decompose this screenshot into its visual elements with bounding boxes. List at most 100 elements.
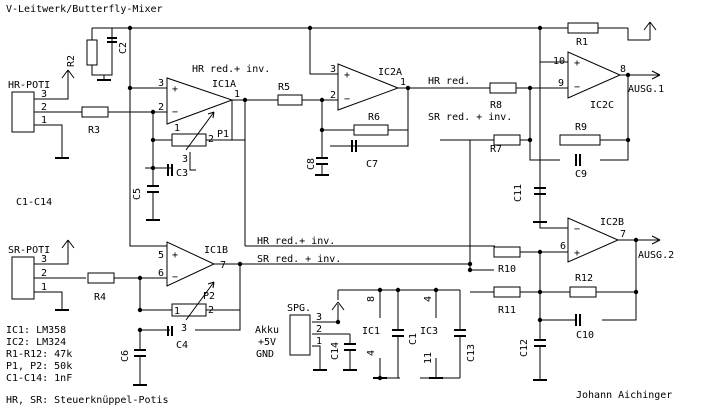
capacitor-label: C3 — [176, 168, 188, 179]
arrow-up-icon — [643, 21, 657, 40]
resistor-r7 — [493, 134, 521, 146]
junction-dot — [537, 289, 543, 295]
arrow-up-icon — [61, 239, 75, 249]
junction-dot — [467, 267, 473, 273]
resistor-r5 — [277, 94, 303, 106]
capacitor-c11 — [534, 187, 546, 195]
supply-ic1-label: IC1 — [362, 326, 380, 337]
pin-label: 9 — [558, 78, 564, 89]
ic1b-feedback-left — [139, 278, 170, 350]
junction-dot — [150, 109, 156, 115]
pin-label: 1 — [400, 77, 406, 88]
pot-arrow — [185, 111, 215, 151]
spg-gnd-label: GND — [256, 349, 274, 360]
ic2c-feedback-right — [600, 75, 629, 161]
capacitor-label: C12 — [519, 339, 530, 357]
legend-line: IC1: LM358 — [6, 325, 66, 336]
plus-sign: + — [172, 84, 178, 95]
junction-dot — [335, 319, 341, 325]
capacitor-c6 — [134, 349, 146, 357]
resistor-r12 — [569, 286, 597, 298]
supply-ics: IC1 8 4 IC3 4 11 — [362, 296, 438, 364]
minus-sign: − — [574, 82, 580, 93]
capacitor-label: C4 — [176, 340, 188, 351]
junction-dot — [377, 287, 383, 293]
pin-label: 3 — [181, 323, 187, 334]
p1-wiper — [189, 152, 196, 171]
supply-arrows — [61, 21, 661, 312]
plus-sign: + — [172, 250, 178, 261]
junction-dot — [150, 165, 156, 171]
hr-poti-connector: HR-POTI 3 2 1 — [8, 80, 60, 133]
p1-wires — [153, 100, 245, 141]
plus-sign: − — [574, 224, 580, 235]
wires — [60, 27, 660, 385]
opamp-triangle — [337, 63, 400, 111]
capacitor-c7 — [351, 140, 357, 152]
sr-poti-label: SR-POTI — [8, 245, 50, 256]
opamp-ic2c: + − IC2C 10 9 8 — [553, 51, 626, 111]
author-label: Johann Aichinger — [576, 390, 672, 401]
opamp-ic1a: + − IC1A 3 2 1 — [158, 77, 240, 125]
signal-label: HR red. — [428, 76, 470, 87]
junction-dot — [537, 249, 543, 255]
opamp-triangle — [166, 241, 216, 287]
resistor-label: R1 — [576, 37, 588, 48]
junction-dot — [377, 375, 383, 381]
junction-dot — [242, 97, 248, 103]
connector-body — [289, 314, 311, 356]
minus-sign: − — [172, 107, 178, 118]
pin-label: 7 — [220, 260, 226, 271]
pin-label: 2 — [41, 102, 47, 113]
pin-label: 3 — [158, 78, 164, 89]
c14-leads — [337, 290, 351, 370]
capacitor-c10 — [575, 314, 581, 326]
resistor-label: R2 — [66, 55, 77, 67]
legend-group: C1-C14 — [16, 197, 52, 208]
legend-line: P1, P2: 50k — [6, 361, 72, 372]
junction-dot — [307, 25, 313, 31]
opamp-triangle — [567, 217, 620, 263]
opamp-label: IC1B — [204, 245, 228, 256]
arrow-right-icon — [651, 70, 661, 80]
minus-sign: + — [574, 248, 580, 259]
pin-label: 3 — [182, 154, 188, 165]
legend-footer: HR, SR: Steuerknüppel-Potis — [6, 395, 169, 406]
signal-label: SR red. + inv. — [257, 254, 341, 265]
resistor-r8 — [489, 82, 517, 94]
capacitor-c1 — [392, 329, 404, 337]
capacitor-label: C2 — [118, 42, 129, 54]
junction-dot — [150, 137, 156, 143]
pin-label: 1 — [174, 306, 180, 317]
capacitor-label: C11 — [513, 184, 524, 202]
pot-p1: P1 1 2 3 — [171, 111, 229, 165]
schematic-title: V-Leitwerk/Butterfly-Mixer — [6, 4, 163, 15]
output-label: AUSG.2 — [638, 250, 674, 261]
junction-dot — [137, 307, 143, 313]
junction-dot — [537, 317, 543, 323]
resistor-r11 — [493, 286, 521, 298]
vref-vertical — [129, 28, 167, 247]
pin-label: 7 — [620, 229, 626, 240]
signal-label: HR red.+ inv. — [257, 236, 335, 247]
pot-arrow — [185, 281, 215, 321]
pin-label: 8 — [366, 296, 377, 302]
junction-dot — [467, 261, 473, 267]
capacitor-label: C1 — [408, 333, 419, 345]
title-block: V-Leitwerk/Butterfly-Mixer C1-C14 IC1: L… — [6, 4, 672, 406]
junction-dot — [137, 275, 143, 281]
pin-label: 10 — [553, 56, 565, 67]
capacitor-c14 — [344, 343, 356, 351]
junction-dot — [137, 327, 143, 333]
pin-label: 2 — [158, 102, 164, 113]
ic2b-inputs — [520, 28, 568, 253]
resistor-r3 — [81, 106, 109, 118]
resistor-label: R9 — [575, 122, 587, 133]
pin-label: 1 — [234, 89, 240, 100]
resistors: R1 R2 R3 R4 R5 R6 R7 R8 R9 R10 R11 R12 — [66, 22, 601, 316]
resistor-r9 — [559, 134, 601, 146]
pin-label: 3 — [330, 64, 336, 75]
capacitor-c4 — [167, 326, 173, 336]
p2-wires — [140, 264, 241, 331]
